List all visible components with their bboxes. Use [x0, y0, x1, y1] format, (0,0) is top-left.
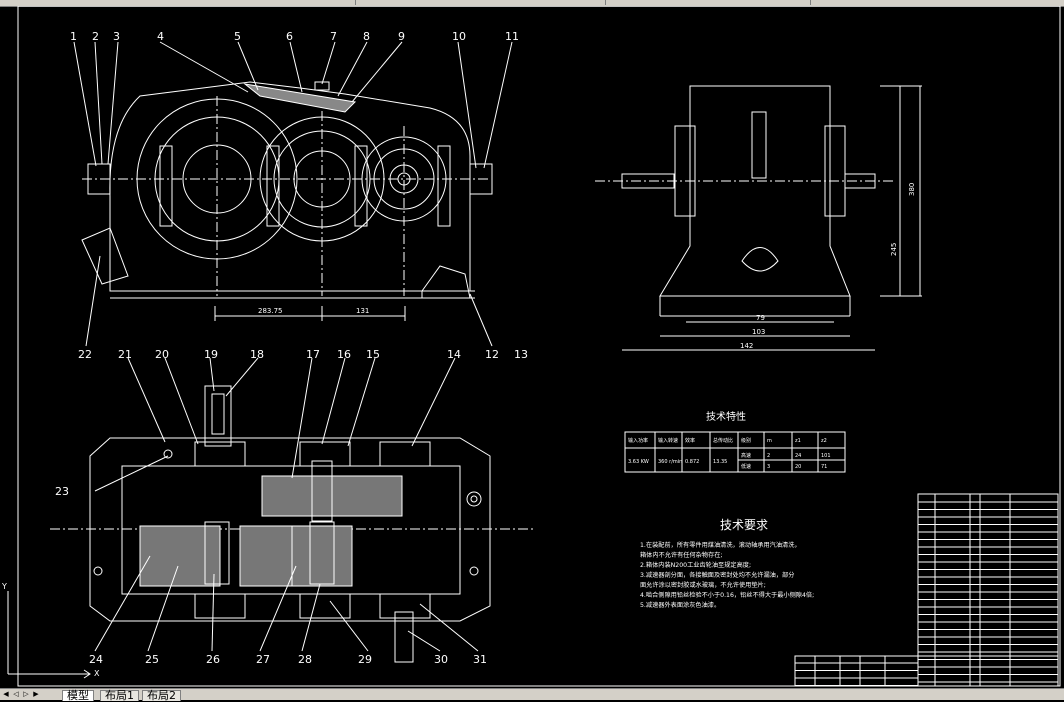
tab-layout2[interactable]: 布局2 — [142, 690, 181, 701]
prev-tab-icon[interactable]: ◁ — [13, 690, 19, 698]
table-header-cell: 总传动比 — [713, 437, 733, 444]
table-cell: 13.35 — [713, 459, 727, 465]
requirement-line: 3.减速器剖分面，各接触面及密封处均不允许漏油，部分 — [640, 571, 794, 579]
ucs-icon — [7, 591, 91, 679]
toolbar-divider — [810, 0, 811, 5]
next-tab-icon[interactable]: ▷ — [23, 690, 29, 698]
dimension-label: 103 — [752, 328, 765, 336]
dimension-label: 283.75 — [258, 307, 283, 315]
callout-number: 8 — [363, 30, 370, 43]
callout-number: 2 — [92, 30, 99, 43]
callout-number: 3 — [113, 30, 120, 43]
callout-number: 24 — [89, 653, 103, 666]
dimension-label: 245 — [890, 243, 898, 256]
callout-number: 9 — [398, 30, 405, 43]
table-header-cell: m — [767, 438, 772, 444]
first-tab-icon[interactable]: ◀ — [3, 690, 9, 698]
callout-number: 10 — [452, 30, 466, 43]
table-header-cell: 输入功率 — [628, 437, 648, 444]
callout-number: 25 — [145, 653, 159, 666]
dimension-label: 131 — [356, 307, 369, 315]
table-cell: 2 — [767, 453, 770, 459]
table-cell: 20 — [795, 464, 801, 470]
toolbar-divider — [605, 0, 606, 5]
callout-number: 7 — [330, 30, 337, 43]
table-cell: 高速 — [741, 452, 751, 459]
leader-lines — [73, 41, 513, 652]
requirement-line: 箱体内不允许有任何杂物存在; — [640, 551, 723, 559]
callout-number: 27 — [256, 653, 270, 666]
requirement-line: 面允许涂以密封胶或水玻璃，不允许使用垫片; — [640, 581, 766, 589]
table-header-cell: 效率 — [685, 437, 695, 444]
callout-number: 18 — [250, 348, 264, 361]
table-cell: 101 — [821, 453, 831, 459]
tech-characteristics-table — [624, 431, 846, 473]
dimension-label: 79 — [756, 314, 765, 322]
callout-number: 23 — [55, 485, 69, 498]
table-cell: 360 r/min — [658, 459, 682, 465]
drawing-border — [17, 5, 1061, 687]
requirement-line: 1.在装配前，所有零件用煤油清洗，滚动轴承用汽油清洗， — [640, 541, 801, 549]
callout-number: 14 — [447, 348, 461, 361]
callout-number: 19 — [204, 348, 218, 361]
callout-number: 30 — [434, 653, 448, 666]
requirement-line: 4.啮合侧隙用铅丝检验不小于0.16，铅丝不得大于最小侧隙4倍; — [640, 591, 814, 599]
callout-number: 1 — [70, 30, 77, 43]
table-cell: 24 — [795, 453, 801, 459]
callout-number: 11 — [505, 30, 519, 43]
callout-number: 13 — [514, 348, 528, 361]
callout-number: 12 — [485, 348, 499, 361]
layout-tab-bar: ◀ ◁ ▷ ▶ 模型 布局1 布局2 — [0, 688, 1064, 701]
requirement-line: 5.减速器外表面涂灰色油漆。 — [640, 601, 720, 609]
callout-number: 16 — [337, 348, 351, 361]
callout-number: 29 — [358, 653, 372, 666]
table-header-cell: z1 — [795, 438, 801, 444]
dimension-label: 142 — [740, 342, 753, 350]
callout-number: 31 — [473, 653, 487, 666]
ucs-x-label: X — [94, 669, 100, 678]
plan-view — [50, 385, 535, 663]
callout-number: 26 — [206, 653, 220, 666]
callout-number: 17 — [306, 348, 320, 361]
callout-number: 22 — [78, 348, 92, 361]
table-header-cell: 级别 — [741, 437, 751, 444]
tab-model[interactable]: 模型 — [62, 690, 94, 701]
callout-number: 4 — [157, 30, 164, 43]
title-block — [794, 493, 1059, 687]
front-view — [81, 81, 493, 321]
callout-number: 6 — [286, 30, 293, 43]
requirement-line: 2.箱体内装N200工业齿轮油至规定高度; — [640, 561, 751, 569]
table-cell: 71 — [821, 464, 827, 470]
ucs-y-label: Y — [1, 582, 7, 591]
callout-number: 21 — [118, 348, 132, 361]
callout-number: 15 — [366, 348, 380, 361]
table-header-cell: z2 — [821, 438, 827, 444]
table-header-cell: 输入转速 — [658, 437, 678, 444]
toolbar-divider — [355, 0, 356, 5]
tab-layout1[interactable]: 布局1 — [100, 690, 139, 701]
table-cell: 3 — [767, 464, 770, 470]
callout-number: 5 — [234, 30, 241, 43]
callout-number: 28 — [298, 653, 312, 666]
side-view — [595, 85, 922, 351]
tech-req-title: 技术要求 — [720, 518, 768, 532]
table-cell: 0.872 — [685, 459, 699, 465]
table-cell: 3.63 KW — [628, 459, 649, 465]
tech-char-title: 技术特性 — [706, 410, 746, 423]
last-tab-icon[interactable]: ▶ — [33, 690, 39, 698]
dimension-label: 380 — [908, 183, 916, 196]
table-cell: 低速 — [741, 463, 751, 470]
callout-number: 20 — [155, 348, 169, 361]
bom-table — [795, 494, 1058, 686]
